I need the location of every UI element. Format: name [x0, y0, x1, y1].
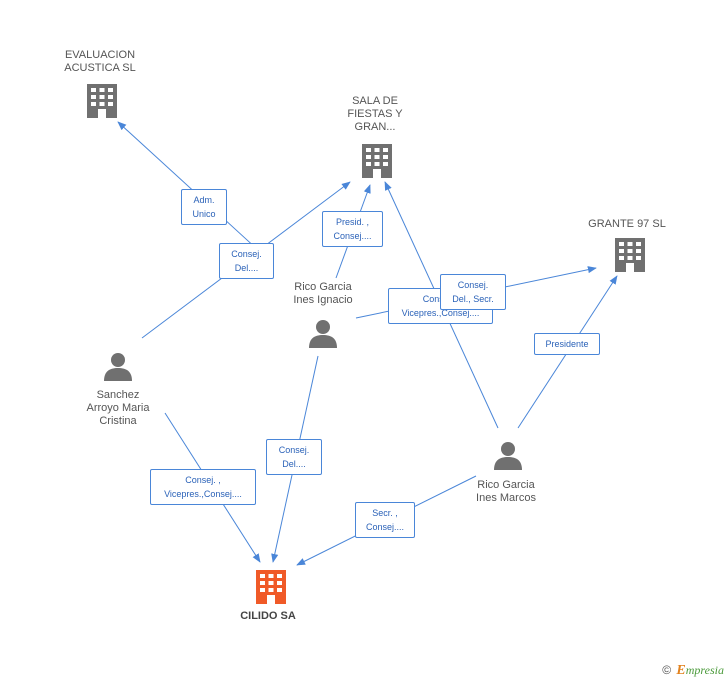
evaluacion-building-icon[interactable]: [87, 84, 117, 118]
edge-label-consej-del-secr[interactable]: Consej. Del., Secr.: [440, 274, 506, 310]
node-label-sala[interactable]: SALA DE FIESTAS Y GRAN...: [347, 95, 403, 133]
edge-label-presidente[interactable]: Presidente: [534, 333, 600, 355]
node-label-evaluacion[interactable]: EVALUACION ACUSTICA SL: [64, 49, 136, 74]
grante-building-icon[interactable]: [615, 238, 645, 272]
edge-label-consej-del-cilido[interactable]: Consej. Del....: [266, 439, 322, 475]
ignacio-person-icon[interactable]: [309, 320, 337, 348]
empresia-logo: © Empresia: [662, 663, 724, 679]
node-label-cilido[interactable]: CILIDO SA: [240, 610, 296, 622]
edge-label-consej-del-sala[interactable]: Consej. Del....: [219, 243, 274, 279]
brand-name: mpresia: [685, 663, 724, 677]
node-label-sanchez[interactable]: Sanchez Arroyo Maria Cristina: [86, 389, 150, 427]
edge-label-presid-consej[interactable]: Presid. , Consej....: [322, 211, 383, 247]
brand-initial: E: [676, 663, 686, 678]
sanchez-person-icon[interactable]: [104, 353, 132, 381]
cilido-building-icon[interactable]: [256, 570, 286, 604]
sala-building-icon[interactable]: [362, 144, 392, 178]
edge-label-secr-consej[interactable]: Secr. , Consej....: [355, 502, 415, 538]
node-label-marcos[interactable]: Rico Garcia Ines Marcos: [476, 479, 536, 504]
edge-label-consej-vicepres-cilido[interactable]: Consej. , Vicepres.,Consej....: [150, 469, 256, 505]
edge-sanchez-evaluacion: [117, 121, 259, 251]
node-label-ignacio[interactable]: Rico Garcia Ines Ignacio: [293, 281, 353, 306]
edge-label-adm-unico[interactable]: Adm. Unico: [181, 189, 227, 225]
marcos-person-icon[interactable]: [494, 442, 522, 470]
node-label-grante[interactable]: GRANTE 97 SL: [588, 218, 666, 230]
copyright-symbol: ©: [662, 663, 672, 677]
